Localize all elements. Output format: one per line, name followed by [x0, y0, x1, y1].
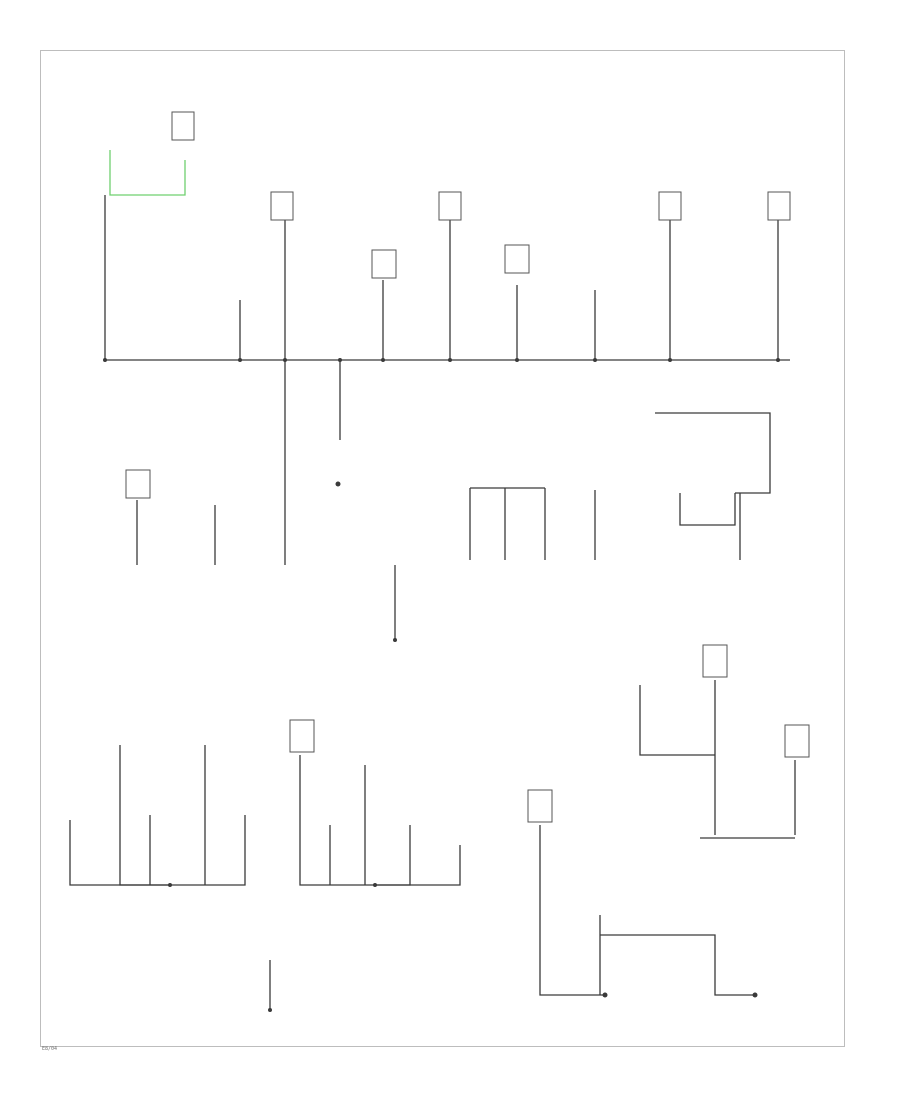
component-box — [527, 789, 553, 823]
wire-bm-5 — [375, 845, 461, 886]
wire-bl-2 — [69, 820, 170, 886]
diagram-frame — [40, 50, 845, 1047]
junction-dot — [393, 638, 397, 642]
component-box — [784, 724, 810, 758]
junction-dot — [776, 358, 780, 362]
junction-dot — [168, 883, 172, 887]
component-box — [658, 191, 682, 221]
wire-bm-1 — [299, 755, 375, 886]
junction-dot — [381, 358, 385, 362]
component-box — [289, 719, 315, 753]
diagram-code: E8/04 — [42, 1046, 58, 1052]
wire-bm-4 — [375, 825, 411, 886]
component-box — [438, 191, 462, 221]
component-box — [702, 644, 728, 678]
component-box — [171, 111, 195, 141]
junction-dot — [448, 358, 452, 362]
junction-dot — [238, 358, 242, 362]
wire-bl-1 — [119, 745, 170, 886]
wire-box-loop — [655, 412, 771, 560]
junction-dot — [602, 992, 608, 998]
junction-dot — [373, 883, 377, 887]
junction-dot — [593, 358, 597, 362]
component-box — [270, 191, 294, 221]
component-box — [371, 249, 397, 279]
green-wire — [109, 150, 186, 196]
junction-dot — [283, 358, 287, 362]
wire-br-1 — [539, 825, 605, 996]
junction-dot — [338, 358, 342, 362]
wire-br-4 — [639, 685, 715, 756]
junction-dot — [752, 992, 758, 998]
junction-dot — [103, 358, 107, 362]
wire-bl-5 — [170, 815, 246, 886]
component-box — [767, 191, 791, 221]
ground-symbol — [335, 481, 341, 487]
component-box — [504, 244, 530, 274]
junction-dot — [515, 358, 519, 362]
junction-dot — [668, 358, 672, 362]
wire-br-3 — [600, 934, 755, 996]
junction-dot — [268, 1008, 272, 1012]
component-box — [125, 469, 151, 499]
